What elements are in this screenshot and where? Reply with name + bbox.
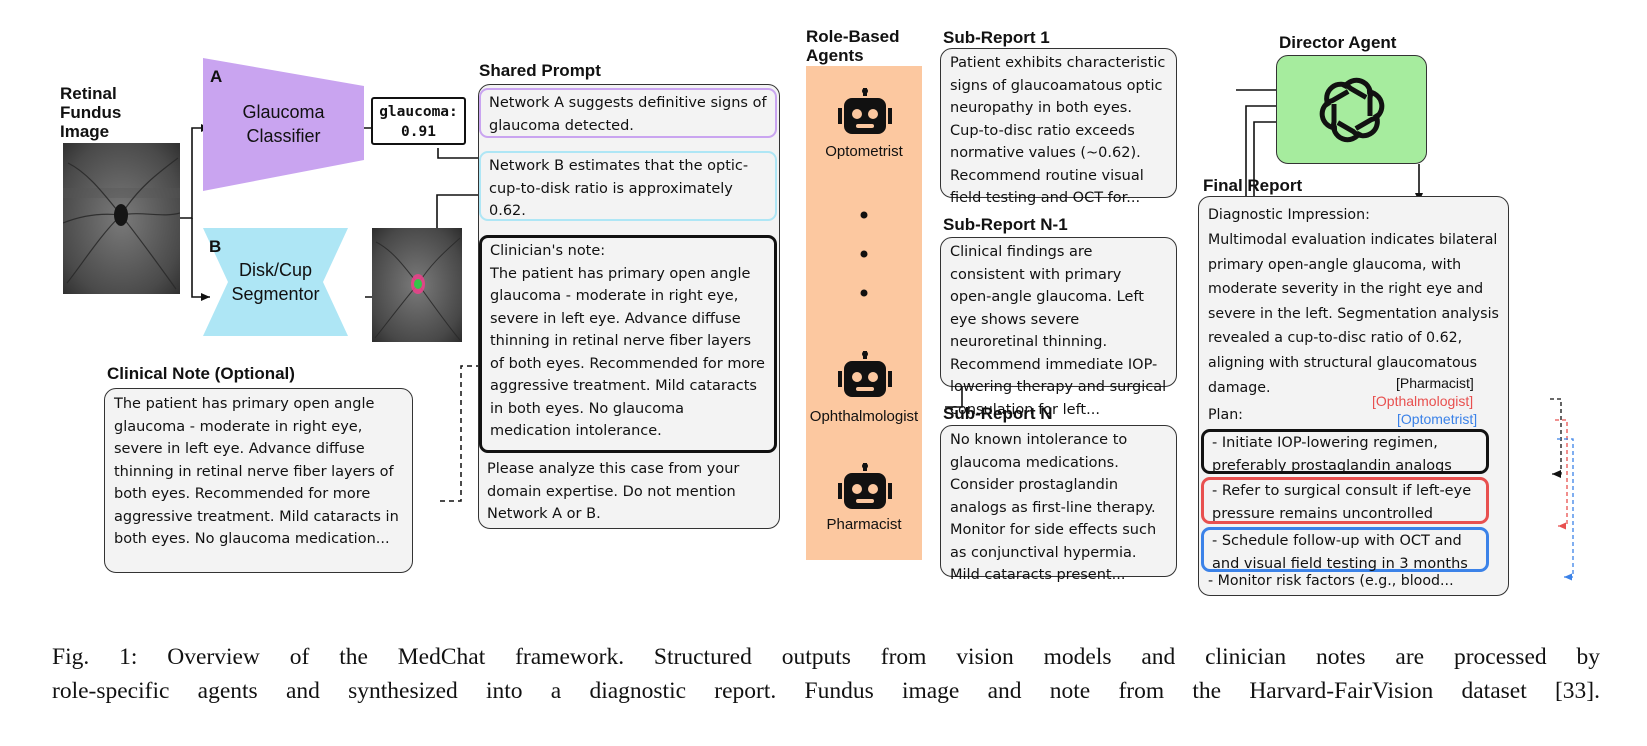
sub-report-1-box: Patient exhibits characteristic signs of…: [940, 48, 1177, 206]
shared-prompt-title: Shared Prompt: [479, 61, 601, 80]
final-report-title: Final Report: [1203, 176, 1303, 195]
robot-icon: [838, 88, 892, 134]
ellipsis-dots: [860, 211, 868, 297]
final-report-box: Diagnostic Impression: Multimodal evalua…: [1198, 196, 1509, 596]
network-a-letter: A: [210, 67, 223, 86]
caption-line-2: role-specific agents and synthesized int…: [52, 678, 1600, 704]
ai-knot-icon: [1319, 77, 1385, 143]
prompt-network-b: Network B estimates that the optic-cup-t…: [479, 151, 777, 221]
agent-name: Optometrist: [825, 143, 903, 160]
prompt-clinician-note: Clinician's note: The patient has primar…: [479, 235, 777, 453]
agent-optometrist: Optometrist: [806, 88, 922, 166]
disk-cup-segmentor: B Disk/Cup Segmentor: [203, 228, 348, 336]
plan-item-monitor: - Monitor risk factors (e.g., blood...: [1208, 573, 1454, 589]
classifier-output: glaucoma: 0.91: [371, 97, 466, 145]
impression-text: Multimodal evaluation indicates bilatera…: [1208, 232, 1499, 396]
impression-label: Diagnostic Impression:: [1208, 207, 1370, 223]
network-b-letter: B: [209, 237, 222, 256]
agents-title: Role-Based Agents: [806, 27, 900, 65]
plan-item-ophthalmologist: - Refer to surgical consult if left-eye …: [1201, 477, 1489, 524]
plan-item-optometrist: - Schedule follow-up with OCT and and vi…: [1201, 527, 1489, 572]
plan-label: Plan:: [1208, 407, 1243, 423]
prompt-instruction: Please analyze this case from your domai…: [487, 461, 740, 522]
agent-name: Pharmacist: [826, 516, 902, 533]
plan-item-pharmacist: - Initiate IOP-lowering regimen, prefera…: [1201, 429, 1489, 474]
clinical-note-title: Clinical Note (Optional): [107, 364, 295, 383]
sub-report-n-text: No known intolerance to glaucoma medicat…: [950, 432, 1157, 583]
director-title: Director Agent: [1279, 33, 1397, 52]
tag-optometrist: [Optometrist]: [1397, 411, 1478, 427]
network-b-label: Disk/Cup Segmentor: [231, 260, 320, 304]
robot-icon: [838, 463, 892, 509]
sub-report-1-title: Sub-Report 1: [943, 28, 1050, 47]
fundus-image: [62, 143, 181, 294]
clinical-note-text: The patient has primary open angle glauc…: [114, 396, 399, 547]
agent-ophthalmologist: Ophthalmologist: [806, 351, 922, 431]
sub-report-1-text: Patient exhibits characteristic signs of…: [950, 55, 1166, 206]
figure-caption: Fig. 1: Overview of the MedChat framewor…: [52, 640, 1600, 708]
prompt-network-a: Network A suggests definitive signs of g…: [479, 88, 777, 138]
tag-pharmacist: [Pharmacist]: [1396, 375, 1474, 391]
tag-ophthalmologist: [Opthalmologist]: [1372, 393, 1474, 409]
segmented-fundus-image: [372, 228, 462, 342]
sub-report-n-title: Sub-Report N: [943, 404, 1053, 423]
clinician-note-label: Clinician's note:: [490, 243, 606, 259]
director-agent-box: [1276, 55, 1427, 164]
clinical-note-box: The patient has primary open angle glauc…: [104, 388, 413, 573]
sub-report-n-1-text: Clinical findings are consistent with pr…: [950, 244, 1167, 418]
shared-prompt-box: Network A suggests definitive signs of g…: [478, 84, 780, 529]
clinician-note-text: The patient has primary open angle glauc…: [490, 265, 765, 440]
sub-report-n-1-box: Clinical findings are consistent with pr…: [940, 237, 1177, 418]
agent-pharmacist: Pharmacist: [806, 463, 922, 543]
glaucoma-classifier: A Glaucoma Classifier: [203, 58, 364, 191]
network-a-label: Glaucoma Classifier: [242, 102, 325, 146]
sub-report-n-box: No known intolerance to glaucoma medicat…: [940, 425, 1177, 583]
agent-name: Ophthalmologist: [809, 408, 919, 425]
retinal-image-label: Retinal Fundus Image: [60, 84, 122, 141]
robot-icon: [838, 351, 892, 397]
sub-report-n-1-title: Sub-Report N-1: [943, 215, 1068, 234]
caption-line-1: Fig. 1: Overview of the MedChat framewor…: [52, 644, 1600, 670]
